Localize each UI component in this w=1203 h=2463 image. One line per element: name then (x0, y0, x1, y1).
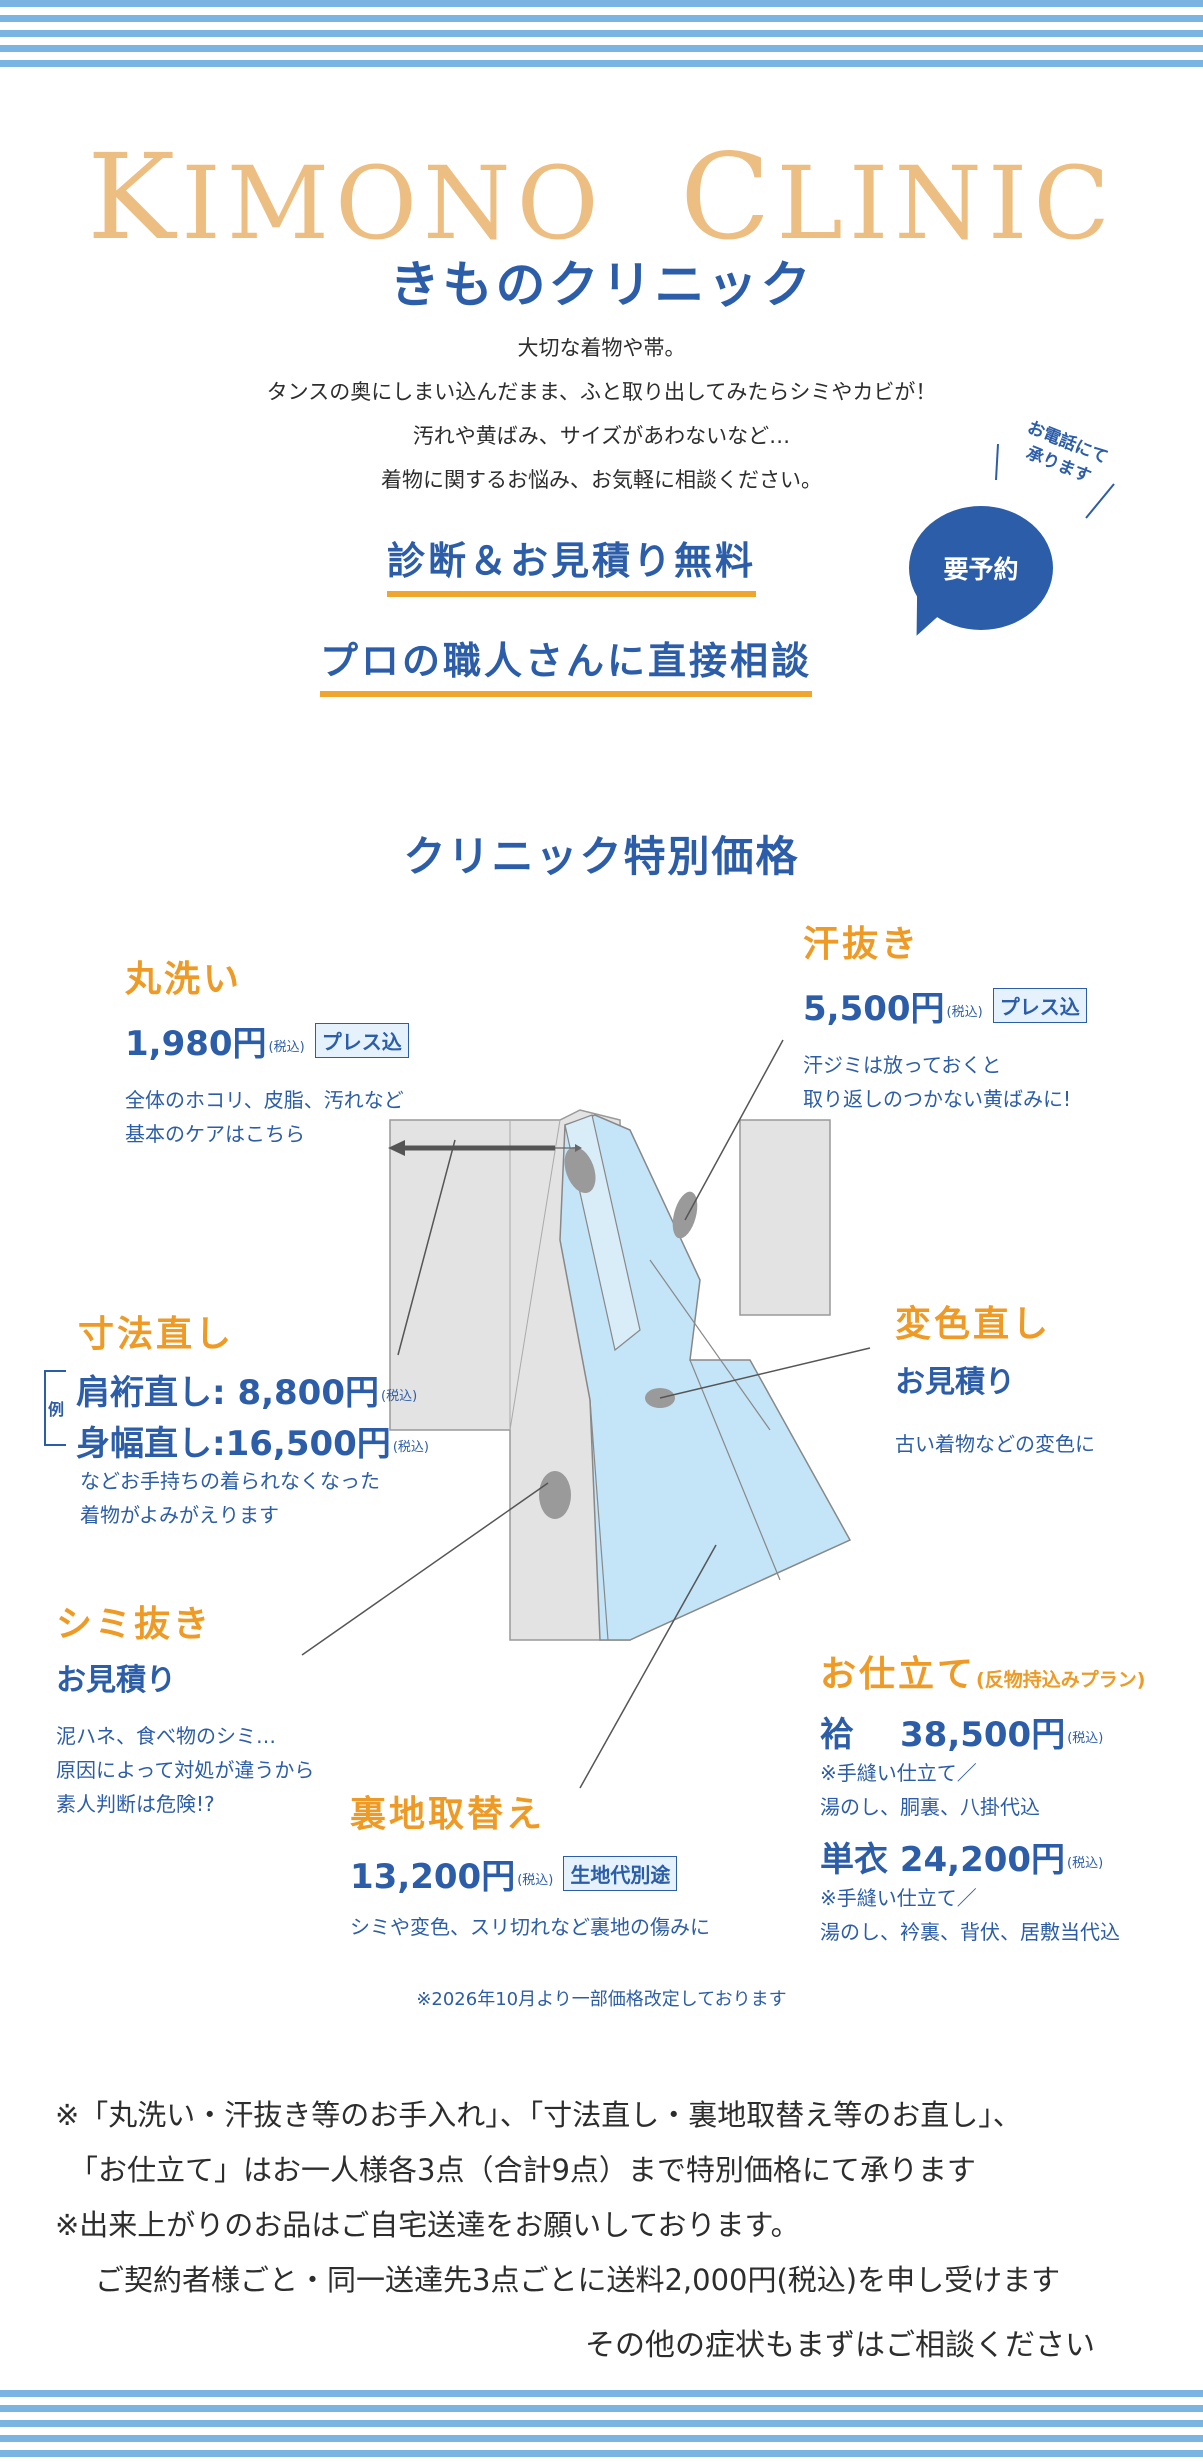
service-title: シミ抜き (56, 1604, 213, 1645)
service-title: 汗抜き (803, 924, 921, 965)
service-desc: 古い着物などの変色に (895, 1432, 1095, 1456)
service-desc: シミや変色、スリ切れなど裏地の傷みに (350, 1915, 710, 1939)
fabric-extra-tag: 生地代別途 (563, 1856, 678, 1891)
service-title: 裏地取替え (350, 1794, 546, 1835)
price-revision-note: ※2026年10月より一部価格改定しております (416, 1989, 787, 2010)
terms-line: 「お仕立て」はお一人様各3点（合計9点）まで特別価格にて承ります (69, 2153, 976, 2187)
logo-text: KIMONO CLINIC (87, 128, 1116, 266)
service-title: お仕立て (820, 1654, 977, 1695)
oshitate-header: お仕立て (反物持込みプラン) (820, 1645, 1145, 1697)
example-bracket: 例 (44, 1370, 66, 1446)
intro-line: 汚れや黄ばみ、サイズがあわないなど… (412, 424, 791, 448)
intro-line: 着物に関するお悩み、お気軽に相談ください。 (381, 468, 822, 492)
estimate-label: お見積り (56, 1663, 176, 1698)
sunpo-price-line: 身幅直し:16,500円(税込) (76, 1424, 429, 1464)
intro-line: タンスの奥にしまい込んだまま、ふと取り出してみたらシミやカビが！ (266, 380, 937, 404)
pro-consult-highlight: プロの職人さんに直接相談 (320, 630, 813, 697)
service-desc: 汗ジミは放っておくと 取り返しのつかない黄ばみに! (803, 1053, 1072, 1111)
service-maruarai: 丸洗い 1,980円(税込)プレス込 全体のホコリ、皮脂、汚れなど 基本のケアは… (125, 950, 409, 1151)
section-title: クリニック特別価格 (403, 832, 800, 881)
terms-line: ※「丸洗い・汗抜き等のお手入れ」、「寸法直し・裏地取替え等のお直し」、 (55, 2098, 1022, 2132)
service-henshoku: 変色直し お見積り 古い着物などの変色に (895, 1295, 1095, 1461)
service-desc: 全体のホコリ、皮脂、汚れなど 基本のケアはこちら (125, 1088, 404, 1146)
hitoe-note: ※手縫い仕立て／ 湯のし、衿裏、背伏、居敷当代込 (820, 1886, 1120, 1944)
service-asenuki: 汗抜き 5,500円(税込)プレス込 汗ジミは放っておくと 取り返しのつかない黄… (803, 915, 1087, 1116)
closing-message: その他の症状もまずはご相談ください (585, 2328, 1095, 2363)
estimate-label: お見積り (895, 1365, 1015, 1400)
phone-note-slashes (995, 443, 1115, 519)
page-title: きものクリニック (389, 256, 814, 314)
press-included-tag: プレス込 (314, 1023, 409, 1058)
service-title: 寸法直し (78, 1314, 235, 1355)
service-price: 13,200円(税込)生地代別途 (350, 1849, 710, 1898)
plan-label: (反物持込みプラン) (976, 1669, 1146, 1691)
free-estimate-highlight: 診断＆お見積り無料 (387, 530, 757, 597)
intro-text: 大切な着物や帯。 タンスの奥にしまい込んだまま、ふと取り出してみたらシミやカビが… (0, 326, 1203, 502)
reservation-badge: 要予約 (909, 506, 1053, 630)
intro-line: 大切な着物や帯。 (517, 336, 686, 360)
hitoe-price: 単衣 24,200円(税込) (820, 1840, 1104, 1880)
terms-line: ご契約者様ごと・同一送達先3点ごとに送料2,000円(税込)を申し受けます (95, 2263, 1061, 2297)
kimono-illustration (388, 1109, 852, 1641)
service-title: 変色直し (895, 1304, 1052, 1345)
service-desc: などお手持ちの着られなくなった 着物がよみがえります (80, 1469, 380, 1527)
service-sunpo: 寸法直し (78, 1305, 234, 1357)
press-included-tag: プレス込 (992, 988, 1087, 1023)
service-urachi: 裏地取替え 13,200円(税込)生地代別途 シミや変色、スリ切れなど裏地の傷み… (350, 1785, 710, 1944)
service-price: 1,980円(税込)プレス込 (125, 1016, 409, 1065)
terms-line: ※出来上がりのお品はご自宅送達をお願いしております。 (55, 2208, 800, 2242)
terms-notes: ※「丸洗い・汗抜き等のお手入れ」、「寸法直し・裏地取替え等のお直し」、 「お仕立… (55, 2088, 1060, 2308)
sunpo-price-line: 肩裄直し: 8,800円(税込) (76, 1373, 418, 1413)
bottom-stripes (0, 2390, 1203, 2462)
sunpo-prices: 肩裄直し: 8,800円(税込) 身幅直し:16,500円(税込) (76, 1365, 433, 1465)
service-title: 丸洗い (125, 959, 243, 1000)
service-shiminuki: シミ抜き お見積り 泥ハネ、食べ物のシミ… 原因によって対処が違うから 素人判断… (56, 1595, 314, 1821)
service-desc: 泥ハネ、食べ物のシミ… 原因によって対処が違うから 素人判断は危険!? (56, 1724, 315, 1816)
top-stripes (0, 0, 1203, 72)
awase-note: ※手縫い仕立て／ 湯のし、胴裏、八掛代込 (820, 1761, 1040, 1819)
service-price: 5,500円(税込)プレス込 (803, 981, 1087, 1030)
